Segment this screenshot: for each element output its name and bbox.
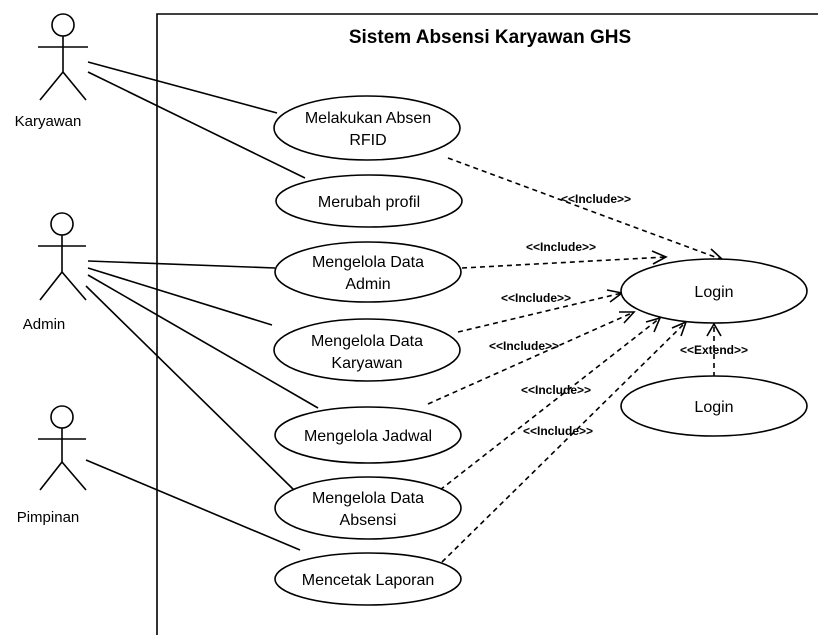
include-label-absen: <<Include>> <box>561 192 631 206</box>
system-boundary <box>156 13 818 635</box>
use-case-login: Login <box>620 258 808 324</box>
stereotype-labels: <<Include>> <<Include>> <<Include>> <<In… <box>489 192 748 438</box>
association-admin-absensi <box>85 285 296 492</box>
use-case-data-admin-line1: Mengelola Data <box>312 254 424 271</box>
include-label-data-karyawan: <<Include>> <box>501 291 571 305</box>
use-case-data-admin: Mengelola Data Admin <box>274 241 462 303</box>
use-case-login-extend: Login <box>620 375 808 437</box>
include-line-laporan <box>441 321 687 563</box>
dependencies <box>427 157 725 563</box>
include-label-jadwal: <<Include>> <box>489 339 559 353</box>
use-case-login-extend-label: Login <box>694 399 733 416</box>
include-line-absensi <box>439 317 661 491</box>
actor-pimpinan: Pimpinan <box>17 405 87 526</box>
use-case-data-absensi-line1: Mengelola Data <box>312 490 424 507</box>
association-pimpinan-laporan <box>85 459 301 551</box>
association-karyawan-profil <box>87 71 306 179</box>
system-title: Sistem Absensi Karyawan GHS <box>349 27 631 48</box>
association-admin-jadwal <box>87 274 319 409</box>
use-case-data-absensi: Mengelola Data Absensi <box>274 476 462 540</box>
use-case-merubah-profil: Merubah profil <box>275 174 463 228</box>
use-case-login-label: Login <box>694 284 733 301</box>
use-case-data-admin-line2: Admin <box>345 276 390 293</box>
actor-karyawan-label: Karyawan <box>15 113 82 130</box>
use-case-data-karyawan: Mengelola Data Karyawan <box>273 318 461 382</box>
use-case-laporan: Mencetak Laporan <box>274 552 462 606</box>
include-label-laporan: <<Include>> <box>523 424 593 438</box>
include-label-data-admin: <<Include>> <box>526 240 596 254</box>
associations <box>85 61 319 551</box>
use-case-data-karyawan-line2: Karyawan <box>331 355 402 372</box>
actor-admin-label: Admin <box>23 316 66 333</box>
use-case-laporan-label: Mencetak Laporan <box>302 572 435 589</box>
use-case-merubah-profil-label: Merubah profil <box>318 194 420 211</box>
use-case-data-karyawan-line1: Mengelola Data <box>311 333 423 350</box>
use-case-jadwal: Mengelola Jadwal <box>274 406 462 464</box>
include-label-absensi: <<Include>> <box>521 383 591 397</box>
use-case-jadwal-label: Mengelola Jadwal <box>304 428 432 445</box>
association-admin-data-karyawan <box>87 267 273 326</box>
include-arrowhead-absensi <box>645 316 662 333</box>
actor-pimpinan-label: Pimpinan <box>17 509 80 526</box>
use-case-data-absensi-line2: Absensi <box>340 512 397 529</box>
actor-admin: Admin <box>23 212 87 333</box>
include-line-data-karyawan <box>457 292 623 333</box>
use-case-absen-rfid-line2: RFID <box>349 132 386 149</box>
include-line-jadwal <box>427 311 635 405</box>
include-arrowhead-jadwal <box>619 311 636 324</box>
association-admin-data-admin <box>87 260 276 269</box>
include-arrowhead-data-admin <box>651 250 668 265</box>
include-line-absen <box>447 157 724 261</box>
use-case-absen-rfid: Melakukan Absen RFID <box>273 95 461 161</box>
extend-arrowhead-login <box>706 322 722 337</box>
association-karyawan-absen <box>87 61 278 114</box>
actor-karyawan: Karyawan <box>15 13 88 130</box>
use-case-absen-rfid-line1: Melakukan Absen <box>305 110 431 127</box>
include-line-data-admin <box>461 256 667 269</box>
extend-label-login: <<Extend>> <box>680 343 748 357</box>
